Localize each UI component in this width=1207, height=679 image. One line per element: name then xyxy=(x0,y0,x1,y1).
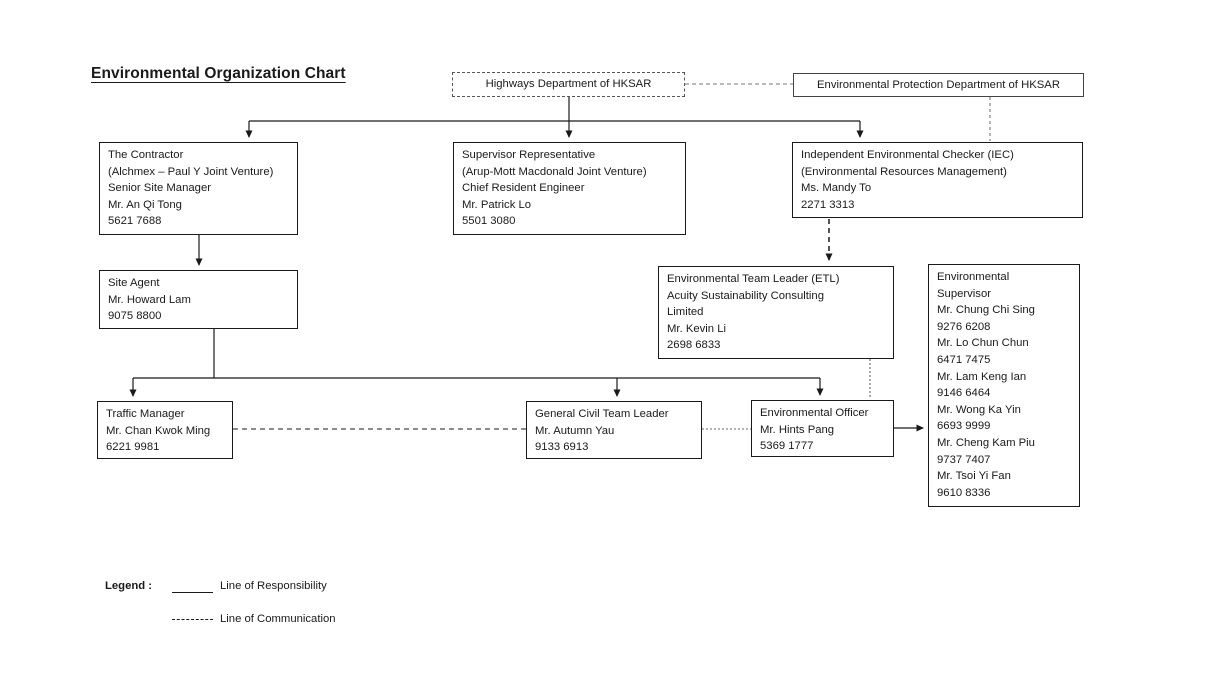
org-box-environmental-supervisor: Environmental Supervisor Mr. Chung Chi S… xyxy=(928,264,1080,507)
org-box-independent-environmental-checker: Independent Environmental Checker (IEC) … xyxy=(792,142,1083,218)
org-box-environmental-protection-department: Environmental Protection Department of H… xyxy=(793,73,1084,97)
org-box-site-agent: Site Agent Mr. Howard Lam 9075 8800 xyxy=(99,270,298,329)
org-box-supervisor-representative: Supervisor Representative (Arup-Mott Mac… xyxy=(453,142,686,235)
dashed-line-swatch xyxy=(172,618,213,620)
org-box-highways-department: Highways Department of HKSAR xyxy=(452,72,685,97)
org-box-general-civil-team-leader: General Civil Team Leader Mr. Autumn Yau… xyxy=(526,401,702,459)
legend-communication-label: Line of Communication xyxy=(220,613,336,625)
page-title: Environmental Organization Chart xyxy=(91,65,346,82)
legend: Legend : Line of Responsibility Line of … xyxy=(105,578,336,627)
org-box-environmental-protection-department-text: Environmental Protection Department of H… xyxy=(817,78,1060,91)
org-box-highways-department-text: Highways Department of HKSAR xyxy=(485,78,652,90)
org-box-environmental-officer: Environmental Officer Mr. Hints Pang 536… xyxy=(751,400,894,457)
org-box-contractor: The Contractor (Alchmex – Paul Y Joint V… xyxy=(99,142,298,235)
org-box-traffic-manager: Traffic Manager Mr. Chan Kwok Ming 6221 … xyxy=(97,401,233,459)
legend-responsibility-label: Line of Responsibility xyxy=(220,580,327,592)
legend-row-responsibility: Legend : Line of Responsibility xyxy=(105,578,336,594)
legend-label: Legend : xyxy=(105,580,153,592)
legend-row-communication: Line of Communication xyxy=(105,611,336,627)
solid-line-swatch xyxy=(172,592,213,593)
org-box-environmental-team-leader: Environmental Team Leader (ETL) Acuity S… xyxy=(658,266,894,359)
